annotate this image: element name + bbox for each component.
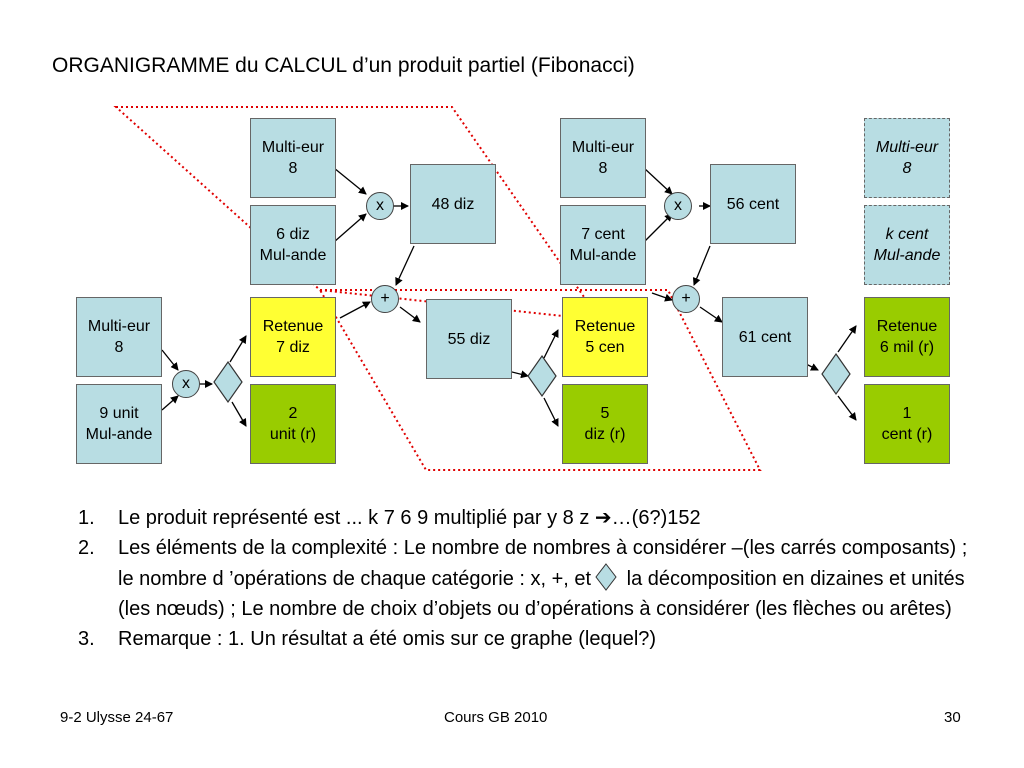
list-number: 2. (78, 537, 95, 559)
dotted-region-lower (318, 289, 762, 471)
multiplier-box-9-unit: 9 unit Mul-ande (76, 384, 162, 464)
multiplier-box-6-diz: 6 diz Mul-ande (250, 205, 336, 285)
result-box-2-unit: 2 unit (r) (250, 384, 336, 464)
arrow (395, 245, 415, 286)
page-number: 30 (944, 709, 961, 726)
notes-list: 1. Le produit représenté est ... k 7 6 9… (78, 503, 978, 654)
arrow (692, 245, 711, 286)
arrow (339, 301, 371, 319)
times-op-3: x (664, 192, 692, 220)
arrow (399, 306, 421, 323)
arrow (699, 306, 723, 323)
list-item: 1. Le produit représenté est ... k 7 6 9… (78, 503, 978, 533)
diamond-node-3 (821, 352, 851, 396)
carry-box-5-cen: Retenue 5 cen (562, 297, 648, 377)
sum-box-55-diz: 55 diz (426, 299, 512, 379)
diamond-node-2 (527, 354, 557, 398)
result-box-5-diz: 5 diz (r) (562, 384, 648, 464)
arrow (805, 363, 819, 371)
multiplicand-box-right: Multi-eur 8 (864, 118, 950, 198)
arrow (231, 401, 247, 427)
diamond-node-1 (213, 360, 243, 404)
list-text: Le produit représenté est ... k 7 6 9 mu… (118, 507, 701, 529)
list-number: 3. (78, 628, 95, 650)
multiplicand-box-top-left: Multi-eur 8 (250, 118, 336, 198)
list-number: 1. (78, 507, 95, 529)
product-box-56-cent: 56 cent (710, 164, 796, 244)
arrow (651, 292, 673, 302)
list-text: Les éléments de la complexité : Le nombr… (118, 537, 968, 590)
arrow (643, 167, 673, 195)
list-item: 2. Les éléments de la complexité : Le no… (78, 533, 978, 624)
sum-box-61-cent: 61 cent (722, 297, 808, 377)
arrow (543, 329, 559, 359)
carry-box-7-diz: Retenue 7 diz (250, 297, 336, 377)
list-item: 3. Remarque : 1. Un résultat a été omis … (78, 624, 978, 654)
arrow (333, 167, 367, 195)
result-box-1-cent: 1 cent (r) (864, 384, 950, 464)
footer-center: Cours GB 2010 (444, 709, 548, 726)
list-text-continued: la décomposition en dizaines et unités (… (118, 568, 965, 620)
arrow (543, 397, 559, 427)
arrow (837, 325, 857, 353)
arrow (837, 395, 857, 421)
plus-op-2: + (672, 285, 700, 313)
list-text: Remarque : 1. Un résultat a été omis sur… (118, 628, 657, 650)
arrow (643, 213, 673, 243)
arrow (161, 349, 179, 371)
multiplicand-box-middle: Multi-eur 8 (560, 118, 646, 198)
carry-box-6-mil: Retenue 6 mil (r) (864, 297, 950, 377)
footer-left: 9-2 Ulysse 24-67 (60, 709, 174, 726)
arrow (161, 395, 179, 411)
slide-title: ORGANIGRAMME du CALCUL d’un produit part… (52, 54, 635, 77)
diamond-icon (595, 563, 617, 591)
multiplier-box-k-cent: k cent Mul-ande (864, 205, 950, 285)
dotted-region-upper (113, 106, 603, 322)
times-op-1: x (366, 192, 394, 220)
product-box-48-diz: 48 diz (410, 164, 496, 244)
arrow (333, 213, 367, 243)
times-op-2: x (172, 370, 200, 398)
multiplier-box-7-cent: 7 cent Mul-ande (560, 205, 646, 285)
multiplicand-box-bottom-left: Multi-eur 8 (76, 297, 162, 377)
arrow (229, 335, 247, 363)
plus-op-1: + (371, 285, 399, 313)
